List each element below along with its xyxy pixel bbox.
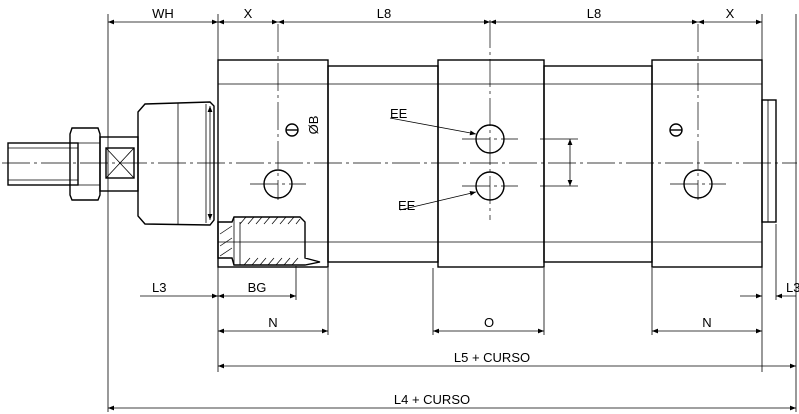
jam-nut (69, 127, 101, 201)
cylinder-body (7, 59, 777, 268)
label-n-left: N (268, 315, 277, 330)
label-l8-left: L8 (377, 6, 391, 21)
label-wh: WH (152, 6, 174, 21)
rear-cap (651, 59, 763, 268)
rear-boss (761, 99, 777, 223)
ee-top-leader (389, 117, 477, 136)
label-l4: L4 + CURSO (394, 392, 470, 407)
dimension-labels: WH X L8 L8 X ØB EE EE L3 BG L3 N O N L5 … (152, 6, 799, 407)
label-l5: L5 + CURSO (454, 350, 530, 365)
section-hatching (219, 216, 301, 266)
label-x-right: X (726, 6, 735, 21)
rod-thread (7, 142, 79, 186)
center-ring (437, 59, 545, 268)
extension-lines (107, 14, 797, 412)
ee-bottom-leader (399, 191, 477, 211)
label-n-right: N (702, 315, 711, 330)
barrel-left (327, 65, 439, 263)
label-ee-top: EE (390, 106, 408, 121)
label-l8-right: L8 (587, 6, 601, 21)
port-section (217, 216, 321, 266)
dimension-lines (108, 19, 796, 411)
label-l3-right: L3 (786, 280, 799, 295)
front-head (137, 101, 215, 226)
label-ob: ØB (306, 116, 321, 135)
cushion-screw-rear (669, 123, 683, 137)
label-bg: BG (248, 280, 267, 295)
center-lines (2, 20, 797, 220)
barrel-right (543, 65, 653, 263)
label-x-left: X (244, 6, 253, 21)
front-cap (217, 59, 329, 268)
label-o: O (484, 315, 494, 330)
label-l3-left: L3 (152, 280, 166, 295)
cushion-screw-front (285, 123, 299, 137)
label-ee-bottom: EE (398, 198, 416, 213)
